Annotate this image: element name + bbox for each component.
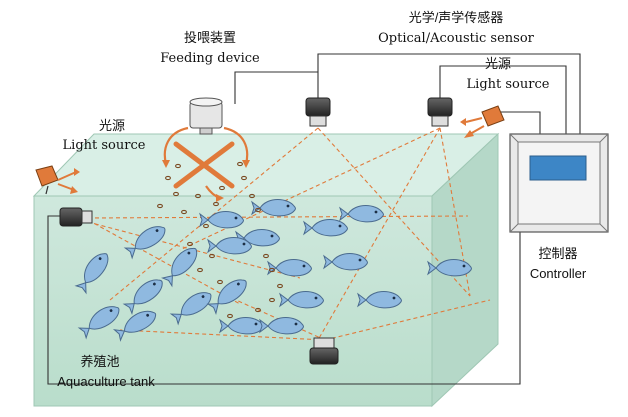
feeder-icon [162,97,250,202]
spotlight-icon [35,165,80,195]
sensor-label-en: Optical/Acoustic sensor [378,31,535,46]
tank-label-cn: 养殖池 [80,354,119,369]
sensor-label-cn: 光学/声学传感器 [409,10,504,25]
camera-icon [309,337,339,365]
controller-label-cn: 控制器 [538,246,577,261]
feed-pellets [157,161,283,319]
aquaculture-tank [32,132,500,408]
tank-label-en: Aquaculture tank [57,374,155,389]
sensing-rays [87,127,491,341]
feeding-label-cn: 投喂装置 [184,30,236,45]
spotlight-icon [460,105,505,138]
controller-label-en: Controller [530,266,587,281]
camera-icon [305,97,331,127]
camera-icon [427,97,453,127]
light-left-label-en: Light source [63,138,146,153]
light-left-label-cn: 光源 [99,118,125,133]
light-right-label-cn: 光源 [485,56,511,71]
feeding-label-en: Feeding device [160,51,260,66]
light-right-label-en: Light source [467,77,550,92]
controller-icon [509,133,609,233]
camera-icon [59,207,93,227]
